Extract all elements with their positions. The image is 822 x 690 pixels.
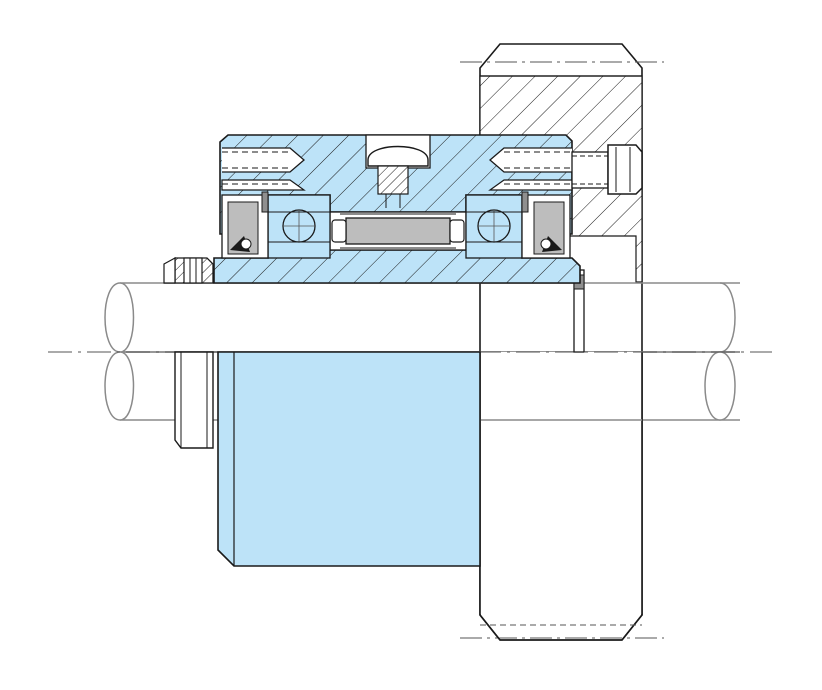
set-collar-section-icon: [163, 256, 214, 284]
clutch-section: [163, 134, 643, 284]
freewheel-clutch-icon: [217, 351, 481, 567]
set-collar-icon: [174, 351, 214, 449]
seal-right-icon: [521, 191, 571, 259]
gear-lower-body: [480, 352, 642, 614]
lubrication-plug-icon: [367, 145, 429, 208]
cap-screw-icon: [571, 144, 643, 195]
sprag-cage: [329, 211, 467, 251]
ball-bearing-icon: [267, 194, 331, 259]
seal-left-icon: [221, 191, 269, 259]
threaded-hole-left: [221, 147, 306, 191]
ball-bearing-right-icon: [465, 194, 523, 259]
